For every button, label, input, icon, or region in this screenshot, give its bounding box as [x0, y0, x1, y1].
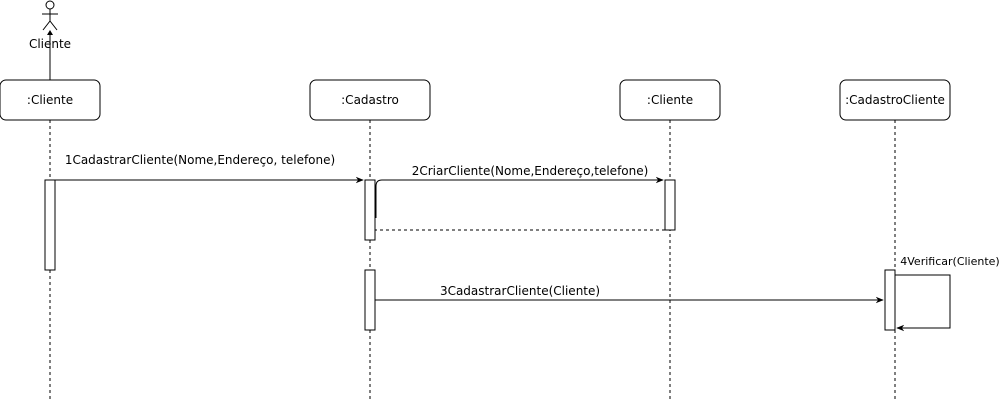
self-message-arrow	[895, 274, 951, 332]
message-2: 2CriarCliente(Nome,Endereço,telefone)	[375, 164, 664, 218]
activation-bar	[884, 269, 896, 331]
message-3: 3CadastrarCliente(Cliente)	[375, 284, 884, 304]
lifeline-label: :Cadastro	[341, 93, 399, 107]
message-label: 1CadastrarCliente(Nome,Endereço, telefon…	[65, 153, 335, 167]
message-label: 4Verificar(Cliente)	[900, 255, 999, 268]
message-4-self: 4Verificar(Cliente)	[895, 255, 1000, 332]
lifeline-cadastro-cliente: :CadastroCliente	[839, 79, 951, 401]
activation-bar	[364, 179, 376, 241]
lifeline-label: :CadastroCliente	[845, 93, 945, 107]
lifeline-cliente-object: :Cliente	[619, 79, 721, 401]
lifeline-head-box[interactable]	[309, 79, 431, 121]
lifeline-label: :Cliente	[647, 93, 693, 107]
activation-bar	[664, 179, 676, 231]
lifeline-head-box[interactable]	[619, 79, 721, 121]
message-arrow	[375, 176, 664, 218]
message-label: 2CriarCliente(Nome,Endereço,telefone)	[412, 164, 649, 178]
lifeline-cadastro: :Cadastro	[309, 79, 431, 401]
actor-association-arrow	[47, 30, 53, 35]
message-label: 3CadastrarCliente(Cliente)	[440, 284, 600, 298]
lifeline-label: :Cliente	[27, 93, 73, 107]
activation-bar	[364, 269, 376, 331]
message-1: 1CadastrarCliente(Nome,Endereço, telefon…	[55, 153, 364, 184]
activation-bar	[44, 179, 56, 271]
lifeline-cliente-actor: :Cliente	[0, 79, 101, 401]
lifeline-head-box[interactable]	[0, 79, 101, 121]
lifeline-head-box[interactable]	[839, 79, 951, 121]
actor-stick-figure	[42, 0, 58, 31]
